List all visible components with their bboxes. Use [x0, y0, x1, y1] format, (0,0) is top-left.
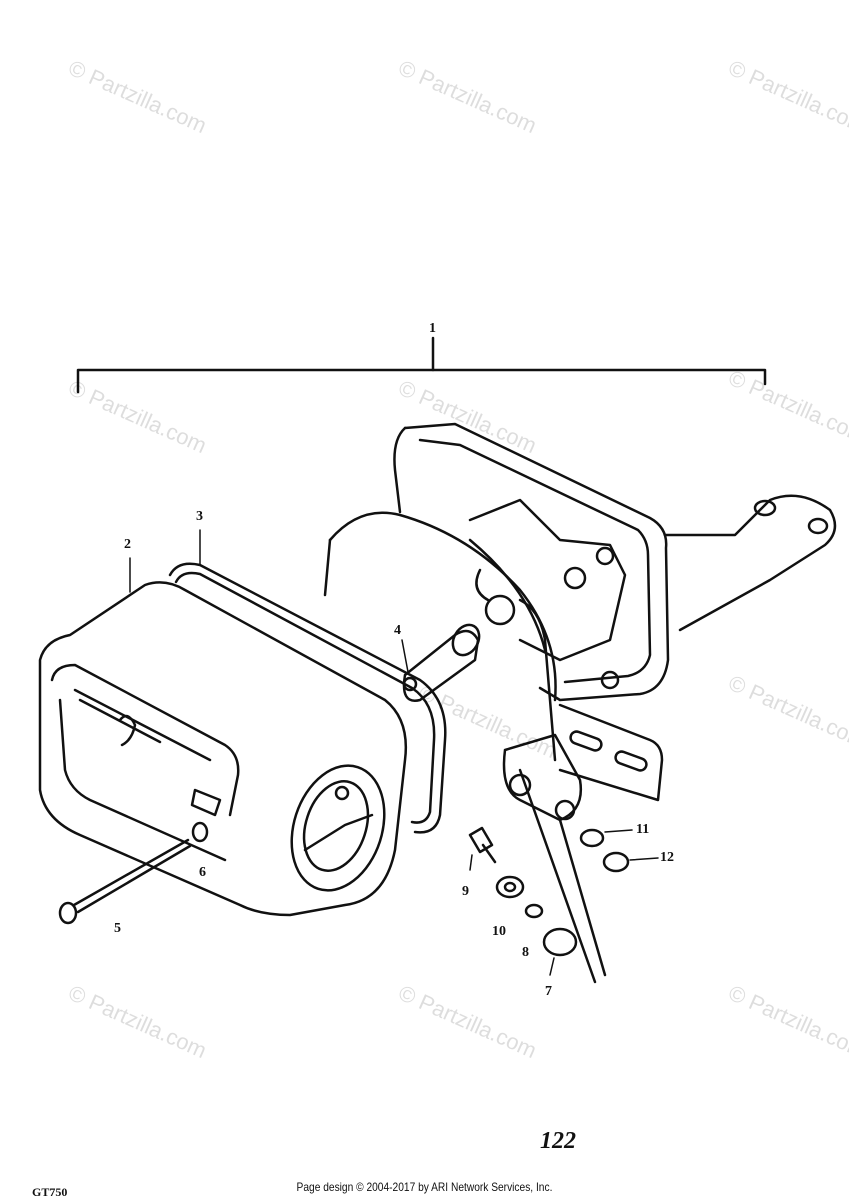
callout-9: 9: [462, 884, 469, 899]
gasket-drawing: [168, 562, 447, 834]
lens-drawing: [38, 581, 407, 917]
screw-drawing: [58, 838, 192, 925]
socket-drawing: [402, 623, 481, 702]
footer-copyright: Page design © 2004-2017 by ARI Network S…: [296, 1180, 553, 1194]
reflector-drawing: [323, 511, 557, 702]
callout-6: 6: [199, 865, 206, 880]
callout-1: 1: [429, 321, 436, 336]
callout-3: 3: [196, 509, 203, 524]
callout-10: 10: [492, 924, 506, 939]
callout-8: 8: [522, 945, 529, 960]
callout-7: 7: [545, 984, 552, 999]
callout-5: 5: [114, 921, 121, 936]
callout-11: 11: [636, 822, 650, 837]
mounting-bracket-drawing: [393, 422, 837, 822]
page-number: 122: [540, 1128, 576, 1154]
callout-12: 12: [660, 850, 674, 865]
model-code: GT750: [32, 1185, 68, 1199]
assembly-bracket: [76, 336, 767, 394]
leader-lines: [129, 529, 659, 976]
callout-4: 4: [394, 623, 401, 638]
nut-drawing: [191, 821, 209, 843]
hardware-drawing: [468, 768, 630, 984]
callout-2: 2: [124, 537, 131, 552]
